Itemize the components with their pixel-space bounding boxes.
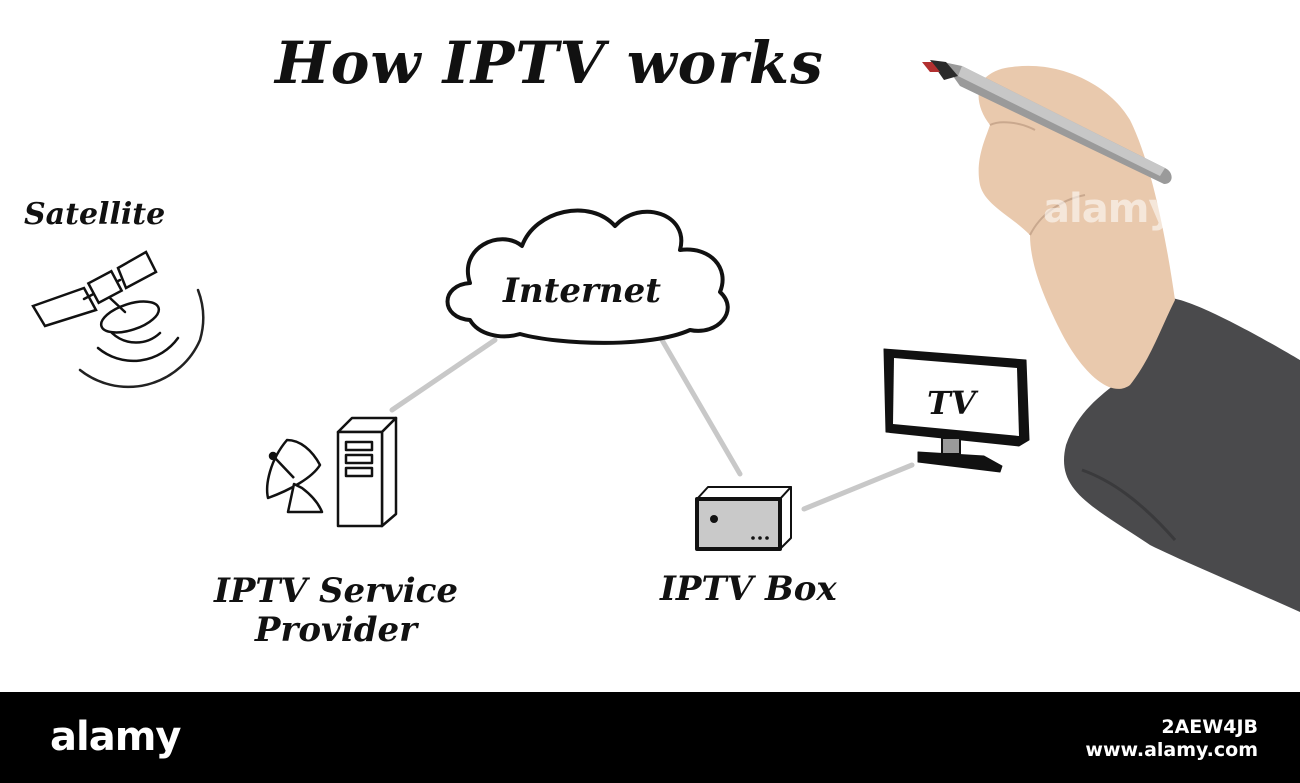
connector-internet-box <box>659 337 743 477</box>
connector-internet-provider <box>389 337 498 413</box>
footer-image-id: 2AEW4JB <box>1161 716 1258 738</box>
watermark: alamy <box>1043 186 1174 232</box>
satellite-dish-icon <box>265 438 324 514</box>
provider-label: IPTV Service Provider <box>210 571 462 651</box>
satellite-label: Satellite <box>24 197 166 232</box>
diagram-canvas: How IPTV works Satellite Internet TV IPT… <box>24 29 1300 651</box>
server-icon <box>336 416 398 528</box>
tv-label: TV <box>927 384 976 422</box>
provider-label-line1: IPTV Service <box>213 571 459 611</box>
footer-image-info: 2AEW4JB www.alamy.com <box>1085 716 1258 762</box>
tv-icon <box>883 348 1030 473</box>
footer-logo: alamy <box>50 714 181 760</box>
footer-bar: alamy 2AEW4JB www.alamy.com <box>0 692 1300 783</box>
internet-label: Internet <box>503 271 661 311</box>
footer-site-url: www.alamy.com <box>1085 738 1258 761</box>
diagram-title: How IPTV works <box>275 29 824 97</box>
provider-label-line2: Provider <box>254 610 418 651</box>
iptv-box-icon <box>695 486 792 551</box>
hand-with-marker-image <box>922 60 1300 612</box>
cloud-icon <box>445 208 730 345</box>
satellite-icon <box>31 250 205 389</box>
diagram-drawing <box>31 60 1300 612</box>
iptv-box-label: IPTV Box <box>660 569 837 609</box>
connector-box-tv <box>801 462 915 512</box>
